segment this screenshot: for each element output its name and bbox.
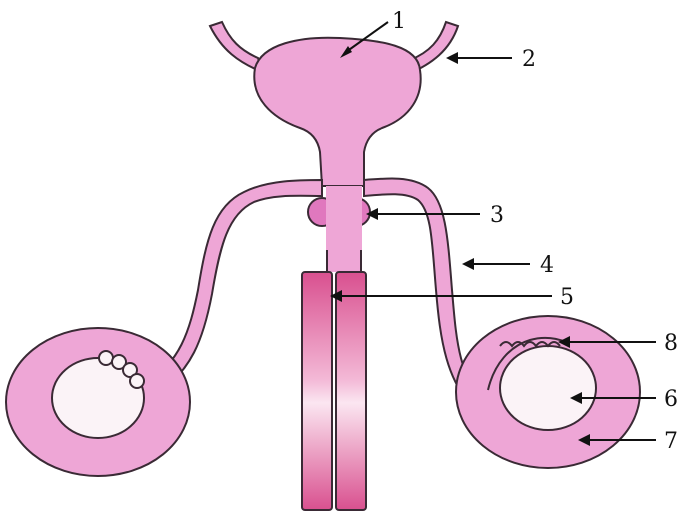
- label-4: 4: [540, 253, 554, 278]
- left-ureter: [210, 22, 262, 72]
- left-epididymis-coil: [99, 351, 113, 365]
- label-1: 1: [392, 9, 406, 34]
- left-column: [302, 272, 332, 510]
- bladder: [254, 38, 420, 186]
- label-7: 7: [664, 429, 678, 454]
- right-column: [336, 272, 366, 510]
- label-2: 2: [522, 47, 536, 72]
- urethra-neck: [326, 186, 362, 272]
- label-5: 5: [560, 285, 574, 310]
- label-6: 6: [664, 387, 678, 412]
- label-8: 8: [664, 331, 678, 356]
- right-testis: [500, 346, 596, 430]
- left-epididymis-coil: [130, 374, 144, 388]
- label-3: 3: [490, 203, 504, 228]
